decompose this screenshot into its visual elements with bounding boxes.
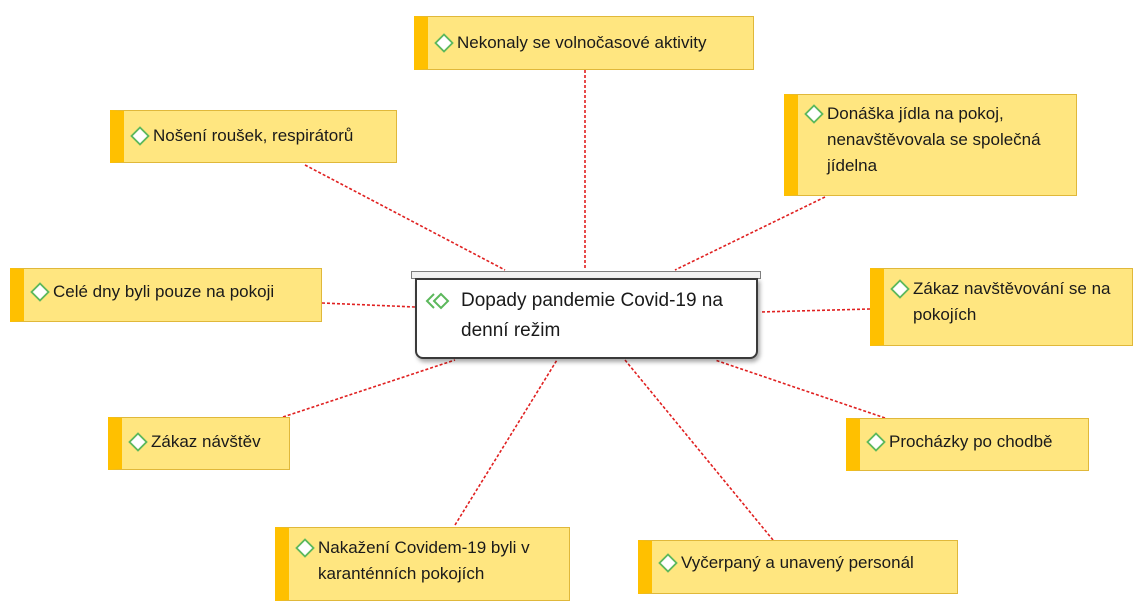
diamond-outline-icon bbox=[295, 538, 315, 558]
connector-jidlo bbox=[674, 196, 826, 271]
diamond-outline-icon bbox=[658, 553, 678, 573]
central-topic-label: Dopady pandemie Covid-19 na denní režim bbox=[461, 290, 723, 341]
topic-label: Donáška jídla na pokoj, nenavštěvovala s… bbox=[827, 104, 1041, 175]
diamond-outline-icon bbox=[30, 282, 50, 302]
topic-label: Zákaz návštěv bbox=[151, 432, 261, 451]
topic-jidlo[interactable]: Donáška jídla na pokoj, nenavštěvovala s… bbox=[784, 94, 1077, 196]
connector-zakaz-navstev bbox=[282, 359, 456, 418]
topic-rousky[interactable]: Nošení roušek, respirátorů bbox=[110, 110, 397, 163]
topic-label: Vyčerpaný a unavený personál bbox=[681, 553, 914, 572]
connector-pokoje bbox=[321, 302, 416, 308]
topic-pokoje[interactable]: Celé dny byli pouze na pokoji bbox=[10, 268, 322, 322]
topic-label: Zákaz navštěvování se na pokojích bbox=[913, 279, 1111, 324]
topic-personal[interactable]: Vyčerpaný a unavený personál bbox=[638, 540, 958, 594]
connector-personal bbox=[624, 359, 774, 541]
connector-zakaz-navstevovani bbox=[759, 308, 871, 313]
topic-nakazeni[interactable]: Nakažení Covidem-19 byli v karanténních … bbox=[275, 527, 570, 601]
diamond-outline-icon bbox=[866, 432, 886, 452]
diamond-outline-icon bbox=[130, 126, 150, 146]
diamond-outline-icon bbox=[128, 432, 148, 452]
connector-rousky bbox=[304, 164, 506, 271]
topic-label: Nakažení Covidem-19 byli v karanténních … bbox=[318, 538, 530, 583]
topic-prochazky[interactable]: Procházky po chodbě bbox=[846, 418, 1089, 471]
central-topic[interactable]: Dopady pandemie Covid-19 na denní režim bbox=[415, 278, 758, 359]
diamond-outline-icon bbox=[434, 33, 454, 53]
diamond-outline-icon bbox=[804, 104, 824, 124]
topic-label: Celé dny byli pouze na pokoji bbox=[53, 282, 275, 301]
diamond-outline-icon bbox=[890, 279, 910, 299]
connector-nakazeni bbox=[454, 359, 558, 526]
topic-zakaz-navstevovani[interactable]: Zákaz navštěvování se na pokojích bbox=[870, 268, 1133, 346]
double-chevron-icon bbox=[425, 292, 450, 310]
topic-label: Procházky po chodbě bbox=[889, 432, 1053, 451]
connector-prochazky bbox=[714, 359, 886, 419]
topic-volnocas[interactable]: Nekonaly se volnočasové aktivity bbox=[414, 16, 754, 70]
topic-label: Nošení roušek, respirátorů bbox=[153, 126, 354, 145]
topic-zakaz-navstev[interactable]: Zákaz návštěv bbox=[108, 417, 290, 470]
topic-label: Nekonaly se volnočasové aktivity bbox=[457, 33, 707, 52]
